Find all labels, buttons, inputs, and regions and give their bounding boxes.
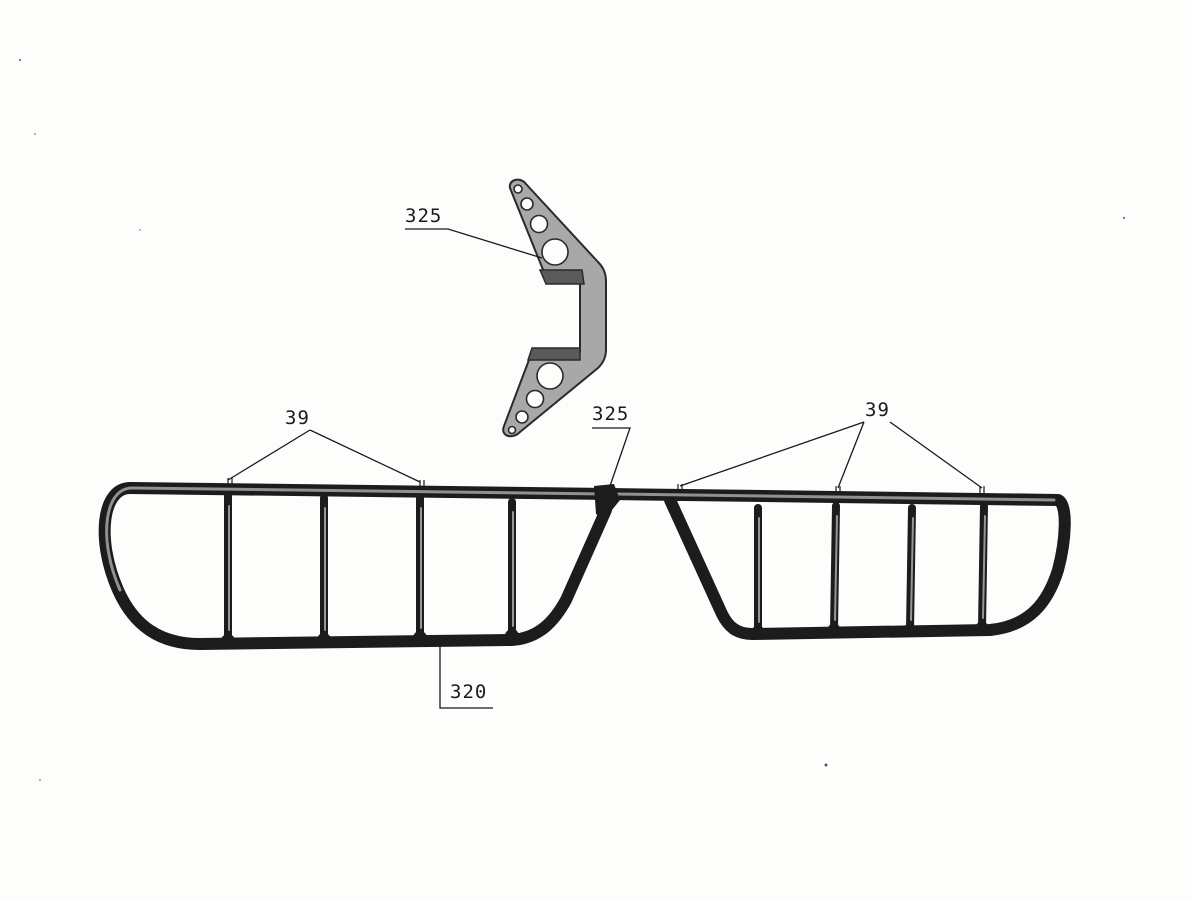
bracket-plate xyxy=(502,178,607,438)
rib-node xyxy=(317,633,331,647)
callout-325-mount: 325 xyxy=(592,403,629,425)
leader-39-right-a xyxy=(679,421,865,487)
bracket-part xyxy=(502,178,607,438)
leader-39-left-b xyxy=(309,429,421,483)
frame-right-outline xyxy=(604,488,1071,640)
callout-39-right: 39 xyxy=(865,399,890,421)
main-frame xyxy=(98,478,1071,650)
frame-left-outline xyxy=(98,482,616,650)
rib-node xyxy=(221,634,235,648)
callout-320-frame: 320 xyxy=(450,681,487,703)
bracket-flange-top xyxy=(538,269,585,285)
leader-320 xyxy=(439,646,493,709)
bracket-hole xyxy=(515,410,529,424)
bracket-hole xyxy=(541,238,569,266)
bracket-hole xyxy=(525,389,545,409)
frame-center-lug xyxy=(594,484,620,520)
leader-325-top xyxy=(405,228,543,259)
leader-lines xyxy=(227,228,983,709)
leader-325-mount xyxy=(592,427,631,487)
bracket-hole xyxy=(529,214,549,234)
bracket-hole xyxy=(520,197,534,211)
leader-39-left-a xyxy=(227,429,311,481)
rib-node xyxy=(413,631,427,645)
rib-node xyxy=(975,621,989,635)
rib-node xyxy=(751,625,765,639)
bracket-hole xyxy=(536,362,564,390)
bracket-hole xyxy=(513,184,523,194)
paper-specks xyxy=(19,59,1125,781)
rib-node xyxy=(903,623,917,637)
rib-node xyxy=(505,629,519,643)
leader-39-right-c xyxy=(889,421,983,489)
callout-39-left: 39 xyxy=(285,407,310,429)
leader-39-right-b xyxy=(837,421,865,489)
bracket-flange-bottom xyxy=(526,347,581,361)
callout-325-bracket: 325 xyxy=(405,205,442,227)
bracket-hole xyxy=(507,425,517,435)
rib-node xyxy=(827,623,841,637)
